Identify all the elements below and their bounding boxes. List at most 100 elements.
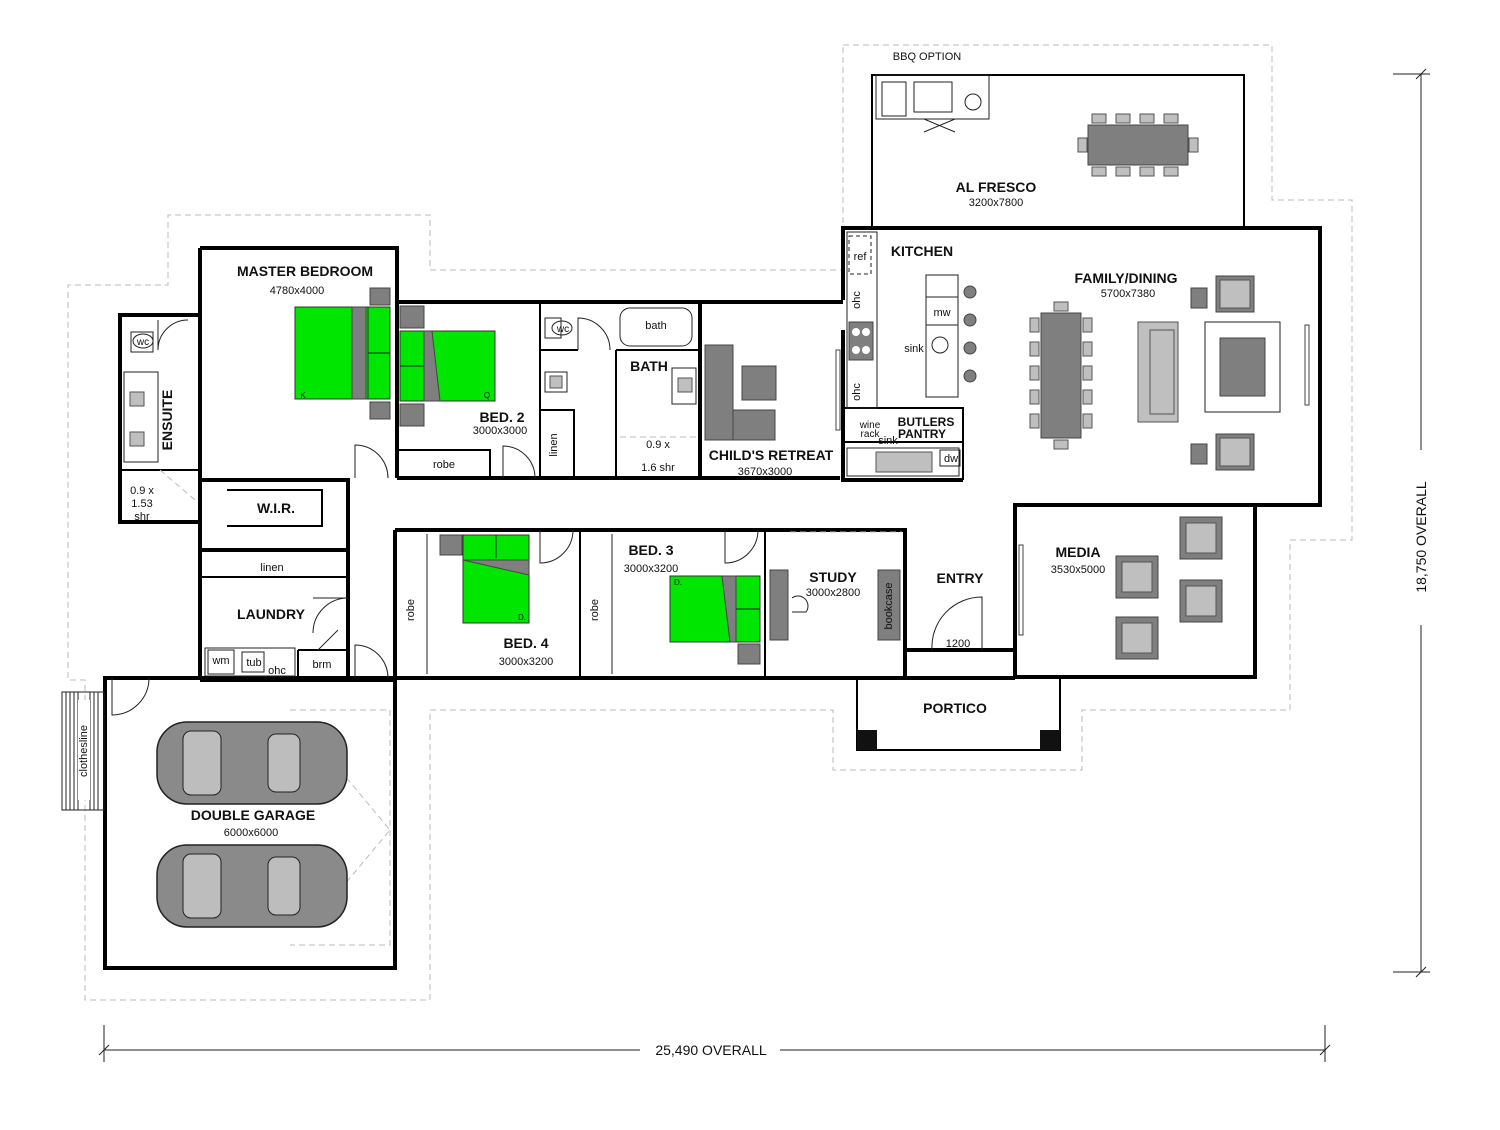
bed4-bed: [462, 534, 530, 624]
portico-area: PORTICO: [856, 678, 1061, 751]
dishwasher: [939, 449, 961, 467]
linen-label-2: linen: [260, 562, 283, 574]
sink-label: sink: [904, 343, 924, 355]
family-dims: 5700x7380: [1101, 288, 1155, 300]
study-desk: [769, 569, 789, 641]
media-dims: 3530x5000: [1051, 564, 1105, 576]
laundry-area: linen LAUNDRY wm tub ohc brm: [204, 562, 389, 679]
mw-label: mw: [933, 307, 950, 319]
dw-label: dw: [944, 453, 958, 465]
bbq-label: BBQ OPTION: [893, 51, 962, 63]
butlers-name-1: BUTLERS: [898, 415, 955, 429]
bed2-robe-label: robe: [433, 459, 455, 471]
ensuite-shr-1: 0.9 x: [130, 485, 154, 497]
entry-area: ENTRY 1200: [931, 570, 985, 651]
tub-label: tub: [246, 657, 261, 669]
ohc-label-2: ohc: [851, 383, 863, 401]
ensuite-wc-label: wc: [136, 337, 149, 348]
wm-label: wm: [211, 655, 229, 667]
bed4-dims: 3000x3200: [499, 656, 553, 668]
bed4-bed-d: D.: [518, 613, 526, 622]
bath-shr-1: 0.9 x: [646, 439, 670, 451]
garage-name: DOUBLE GARAGE: [191, 807, 315, 823]
wine-label-1: wine: [859, 420, 881, 431]
bed4-name: BED. 4: [503, 635, 548, 651]
bed3-area: robe BED. 3 3000x3200 D.: [589, 529, 761, 674]
coffee-table: [1204, 321, 1281, 413]
ensuite-shr-2: 1.53: [131, 498, 152, 510]
garage-area: DOUBLE GARAGE 6000x6000: [111, 677, 391, 946]
wc-label: wc: [556, 324, 569, 335]
butlers-name-2: PANTRY: [898, 427, 946, 441]
portico-name: PORTICO: [923, 700, 987, 716]
master-name: MASTER BEDROOM: [237, 263, 373, 279]
laundry-name: LAUNDRY: [237, 606, 306, 622]
bath-area: wc linen bath BATH 0.9 x 1.6 shr: [544, 307, 697, 474]
alfresco-name: AL FRESCO: [956, 179, 1037, 195]
bed4-area: robe D. BED. 4 3000x3200: [405, 529, 574, 674]
bath-name: BATH: [630, 358, 668, 374]
retreat-dims: 3670x3000: [738, 466, 792, 478]
retreat-area: CHILD'S RETREAT 3670x3000: [704, 344, 841, 478]
ensuite-shr-3: shr: [134, 511, 150, 523]
brm-label: brm: [313, 659, 332, 671]
retreat-ottoman: [741, 365, 777, 401]
study-name: STUDY: [809, 569, 857, 585]
bookcase-label: bookcase: [883, 582, 895, 629]
ohc-label-1: ohc: [851, 291, 863, 309]
ref-label: ref: [854, 251, 868, 263]
bath-shr-2: 1.6 shr: [641, 462, 675, 474]
kitchen-island: [925, 274, 959, 398]
retreat-sofa: [704, 344, 734, 441]
kitchen-name: KITCHEN: [891, 243, 953, 259]
car-bottom: [156, 844, 348, 928]
car-top: [156, 721, 348, 805]
bath-tub-label: bath: [645, 320, 666, 332]
media-name: MEDIA: [1055, 544, 1100, 560]
overall-depth: 18,750 OVERALL: [1413, 481, 1429, 593]
laundry-ohc-label: ohc: [268, 665, 286, 677]
interior-walls: [120, 302, 964, 680]
bookcase: [877, 569, 901, 641]
dining-table: [1040, 312, 1082, 439]
master-bedroom-area: MASTER BEDROOM 4780x4000 K: [237, 263, 391, 479]
overall-width-dimension: 25,490 OVERALL: [98, 1025, 1331, 1062]
overall-width: 25,490 OVERALL: [655, 1042, 767, 1058]
bathtub: [619, 307, 693, 347]
butlers-sink-label: sink: [878, 435, 898, 447]
garage-dims: 6000x6000: [224, 827, 278, 839]
exterior-walls: [103, 226, 1322, 970]
overall-depth-dimension: 18,750 OVERALL: [1393, 68, 1430, 978]
entry-width: 1200: [946, 638, 970, 650]
kitchen-area: ref ohc ohc KITCHEN mw sink BUTLERS PANT…: [846, 231, 977, 477]
clothesline-label: clothesline: [78, 725, 90, 777]
family-dining-area: FAMILY/DINING 5700x7380: [1029, 270, 1310, 471]
ensuite-area: wc ENSUITE 0.9 x 1.53 shr: [123, 319, 196, 523]
eave-outline: [67, 44, 1353, 1001]
alfresco-table: [1087, 124, 1189, 166]
bed2-area: Q BED. 2 3000x3000 robe: [399, 305, 536, 479]
linen-label-1: linen: [548, 433, 560, 456]
bed2-bed-q: Q: [484, 391, 490, 400]
bed3-name: BED. 3: [628, 542, 673, 558]
bed2-dims: 3000x3000: [473, 425, 527, 437]
entry-name: ENTRY: [937, 570, 985, 586]
wir-name: W.I.R.: [257, 500, 295, 516]
retreat-name: CHILD'S RETREAT: [709, 447, 834, 463]
master-dims: 4780x4000: [270, 285, 324, 297]
bed2-name: BED. 2: [479, 409, 524, 425]
alfresco-area: BBQ OPTION AL FRESCO 3200x7800: [871, 51, 1245, 228]
bbq-unit: [875, 74, 990, 120]
cooktop: [848, 321, 874, 361]
clothesline: clothesline: [61, 691, 105, 811]
study-area: STUDY 3000x2800 bookcase: [769, 531, 902, 641]
bed3-dims: 3000x3200: [624, 563, 678, 575]
master-bed-k: K: [300, 391, 306, 400]
bed3-robe-label: robe: [589, 599, 601, 621]
alfresco-dims: 3200x7800: [969, 197, 1023, 209]
family-name: FAMILY/DINING: [1075, 270, 1178, 286]
wine-label-2: rack: [861, 429, 881, 440]
bed3-bed-d: D.: [674, 578, 682, 587]
ensuite-name: ENSUITE: [159, 390, 175, 451]
